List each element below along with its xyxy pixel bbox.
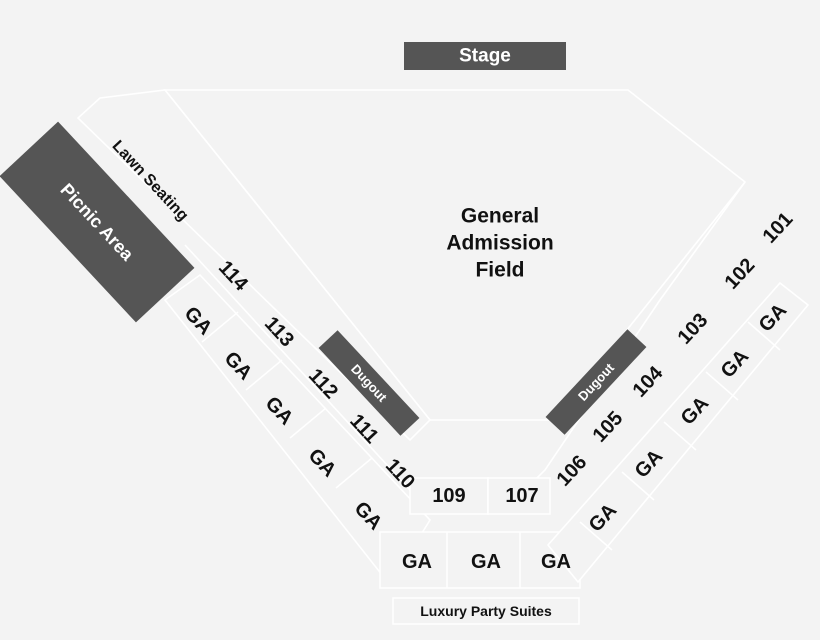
right-ga-divider-5 [579, 521, 613, 551]
luxury-suites-label: Luxury Party Suites [420, 603, 552, 619]
bottom-ga-band [379, 531, 581, 589]
stage-block[interactable] [404, 42, 566, 70]
field-label-line-2: Admission [446, 232, 553, 255]
left-ga-divider-3 [289, 407, 327, 439]
stage-label: Stage [459, 46, 511, 67]
left-ga-band [163, 273, 432, 587]
section-105[interactable]: 105 [589, 407, 628, 446]
section-109[interactable]: 109 [432, 485, 465, 507]
section-104[interactable]: 104 [629, 362, 668, 402]
dugout-left-block[interactable] [318, 330, 420, 436]
right-ga-divider-3 [663, 421, 697, 451]
field-label-line-1: General [461, 205, 539, 228]
right-ga-divider-1 [747, 321, 781, 351]
ga-bottom-2[interactable]: GA [471, 551, 501, 573]
section-101[interactable]: 101 [759, 208, 798, 247]
right-ga-band [546, 281, 810, 584]
section-106[interactable]: 106 [553, 451, 592, 490]
left-ga-divider-4 [335, 457, 373, 489]
section-107-box [487, 477, 551, 515]
luxury-suites-box[interactable] [392, 597, 580, 625]
right-ga-divider-2 [705, 371, 739, 401]
section-103[interactable]: 103 [674, 309, 713, 348]
ga-bottom-3[interactable]: GA [541, 551, 571, 573]
left-ga-divider-2 [245, 359, 283, 391]
field-label-line-3: Field [475, 259, 524, 282]
picnic-area-block[interactable] [0, 121, 195, 323]
section-102[interactable]: 102 [721, 254, 760, 293]
section-107[interactable]: 107 [505, 485, 538, 507]
dugout-right-block[interactable] [545, 329, 647, 435]
section-109-box [409, 477, 489, 515]
ga-bottom-1[interactable]: GA [402, 551, 432, 573]
left-ga-divider-1 [201, 311, 239, 343]
right-ga-divider-4 [621, 471, 655, 501]
